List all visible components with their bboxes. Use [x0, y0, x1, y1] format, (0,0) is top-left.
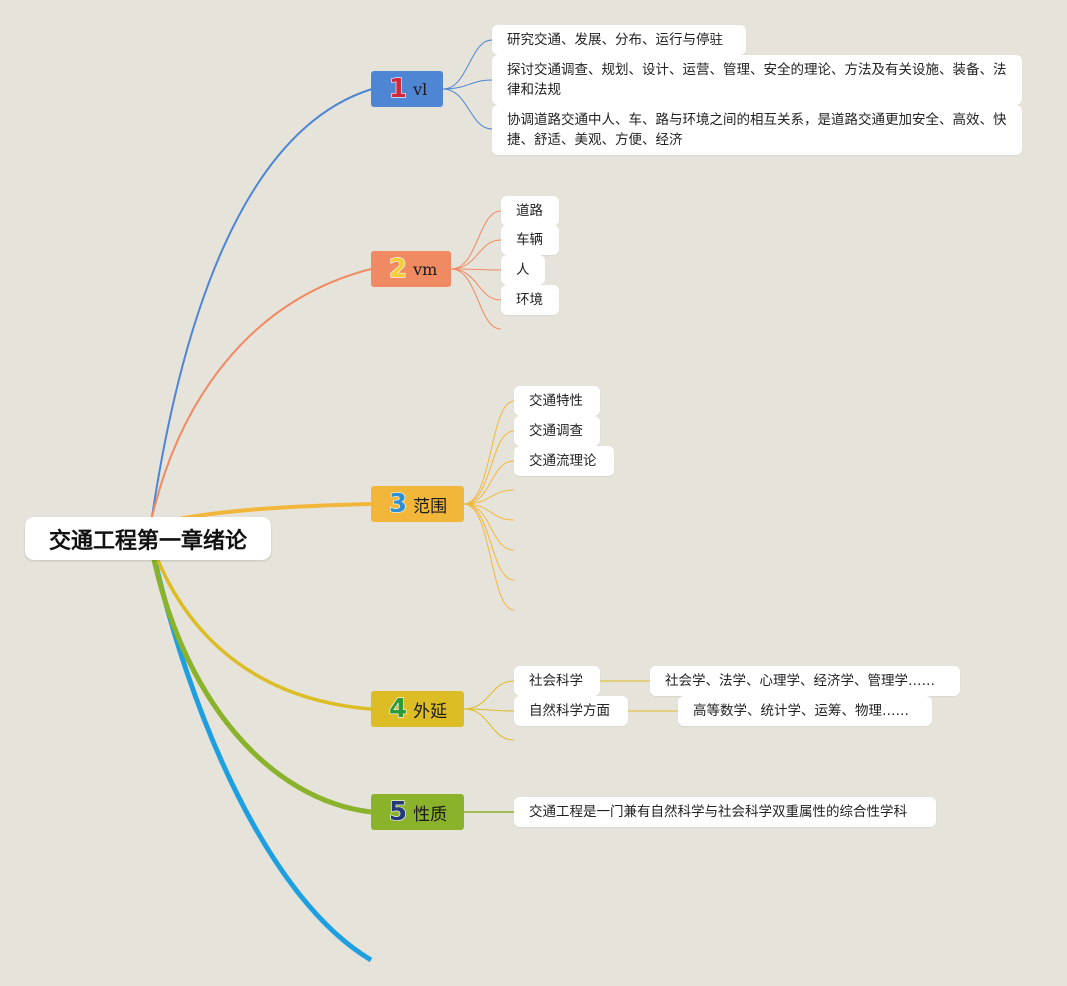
main-branch-line-extra — [147, 539, 373, 963]
sub-line-3-4 — [463, 489, 515, 505]
leaf-1-2[interactable]: 探讨交通调查、规划、设计、运营、管理、安全的理论、方法及有关设施、装备、法律和法… — [492, 55, 1022, 105]
leaf-3-3[interactable]: 交通流理论 — [514, 446, 614, 476]
sub-line-1-2 — [442, 79, 493, 90]
sub-line-2-2 — [450, 239, 502, 270]
leaf-3-1[interactable]: 交通特性 — [514, 386, 600, 416]
branch-number-5: 5 — [388, 796, 408, 827]
leaf-4-1-detail[interactable]: 社会学、法学、心理学、经济学、管理学…… — [650, 666, 960, 696]
branch-5[interactable]: 5 性质 — [371, 794, 464, 830]
sub-line-3-8 — [463, 503, 515, 611]
sub-line-3-1 — [463, 400, 515, 505]
sub-line-4-3 — [463, 708, 515, 741]
main-branch-line-2 — [151, 268, 372, 518]
branch-number-2: 2 — [388, 253, 408, 284]
root-title: 交通工程第一章绪论 — [48, 528, 247, 554]
sub-line-1-1 — [442, 39, 493, 90]
branch-3[interactable]: 3 范围 — [371, 486, 464, 522]
leaf-2-3[interactable]: 人 — [501, 255, 545, 285]
sub-line-3-7 — [463, 503, 515, 581]
leaf-5-1[interactable]: 交通工程是一门兼有自然科学与社会科学双重属性的综合性学科 — [514, 797, 936, 827]
sub-line-4-2 — [463, 708, 515, 712]
root-topic[interactable]: 交通工程第一章绪论 — [25, 517, 271, 560]
main-branch-line-4 — [148, 539, 372, 711]
leaf-3-2[interactable]: 交通调查 — [514, 416, 600, 446]
branch-number-1: 1 — [388, 73, 408, 104]
branch-2[interactable]: 2 vm — [371, 251, 451, 287]
branch-label-4: 外延 — [413, 701, 448, 722]
sub-line-3-3 — [463, 460, 515, 505]
sub-line-1-3 — [442, 88, 493, 130]
leaf-1-1[interactable]: 研究交通、发展、分布、运行与停驻 — [492, 25, 746, 55]
leaf-2-1[interactable]: 道路 — [501, 196, 559, 226]
sub-line-4-1 — [463, 680, 515, 710]
sub-line-2-3 — [450, 268, 502, 271]
branch-label-2: vm — [413, 259, 438, 279]
branch-label-3: 范围 — [413, 496, 448, 517]
leaf-2-2[interactable]: 车辆 — [501, 225, 559, 255]
leaf-4-1[interactable]: 社会科学 — [514, 666, 600, 696]
branch-label-1: vl — [413, 79, 428, 99]
sub-line-3-6 — [463, 503, 515, 551]
sub-line-2-1 — [450, 210, 502, 270]
sub-line-3-5 — [463, 503, 515, 521]
branch-label-5: 性质 — [413, 804, 448, 825]
branch-1[interactable]: 1 vl — [371, 71, 443, 107]
leaf-1-3[interactable]: 协调道路交通中人、车、路与环境之间的相互关系，是道路交通更加安全、高效、快捷、舒… — [492, 105, 1022, 155]
sub-line-3-2 — [463, 430, 515, 505]
leaf-4-2[interactable]: 自然科学方面 — [514, 696, 628, 726]
main-branch-line-1 — [151, 88, 373, 518]
sub-line-2-5 — [450, 268, 502, 330]
leaf-4-2-detail[interactable]: 高等数学、统计学、运筹、物理…… — [678, 696, 932, 726]
branch-number-4: 4 — [388, 693, 408, 724]
branch-number-3: 3 — [388, 488, 408, 519]
branch-4[interactable]: 4 外延 — [371, 691, 464, 727]
main-branch-line-5 — [147, 539, 372, 815]
leaf-2-4[interactable]: 环境 — [501, 285, 559, 315]
